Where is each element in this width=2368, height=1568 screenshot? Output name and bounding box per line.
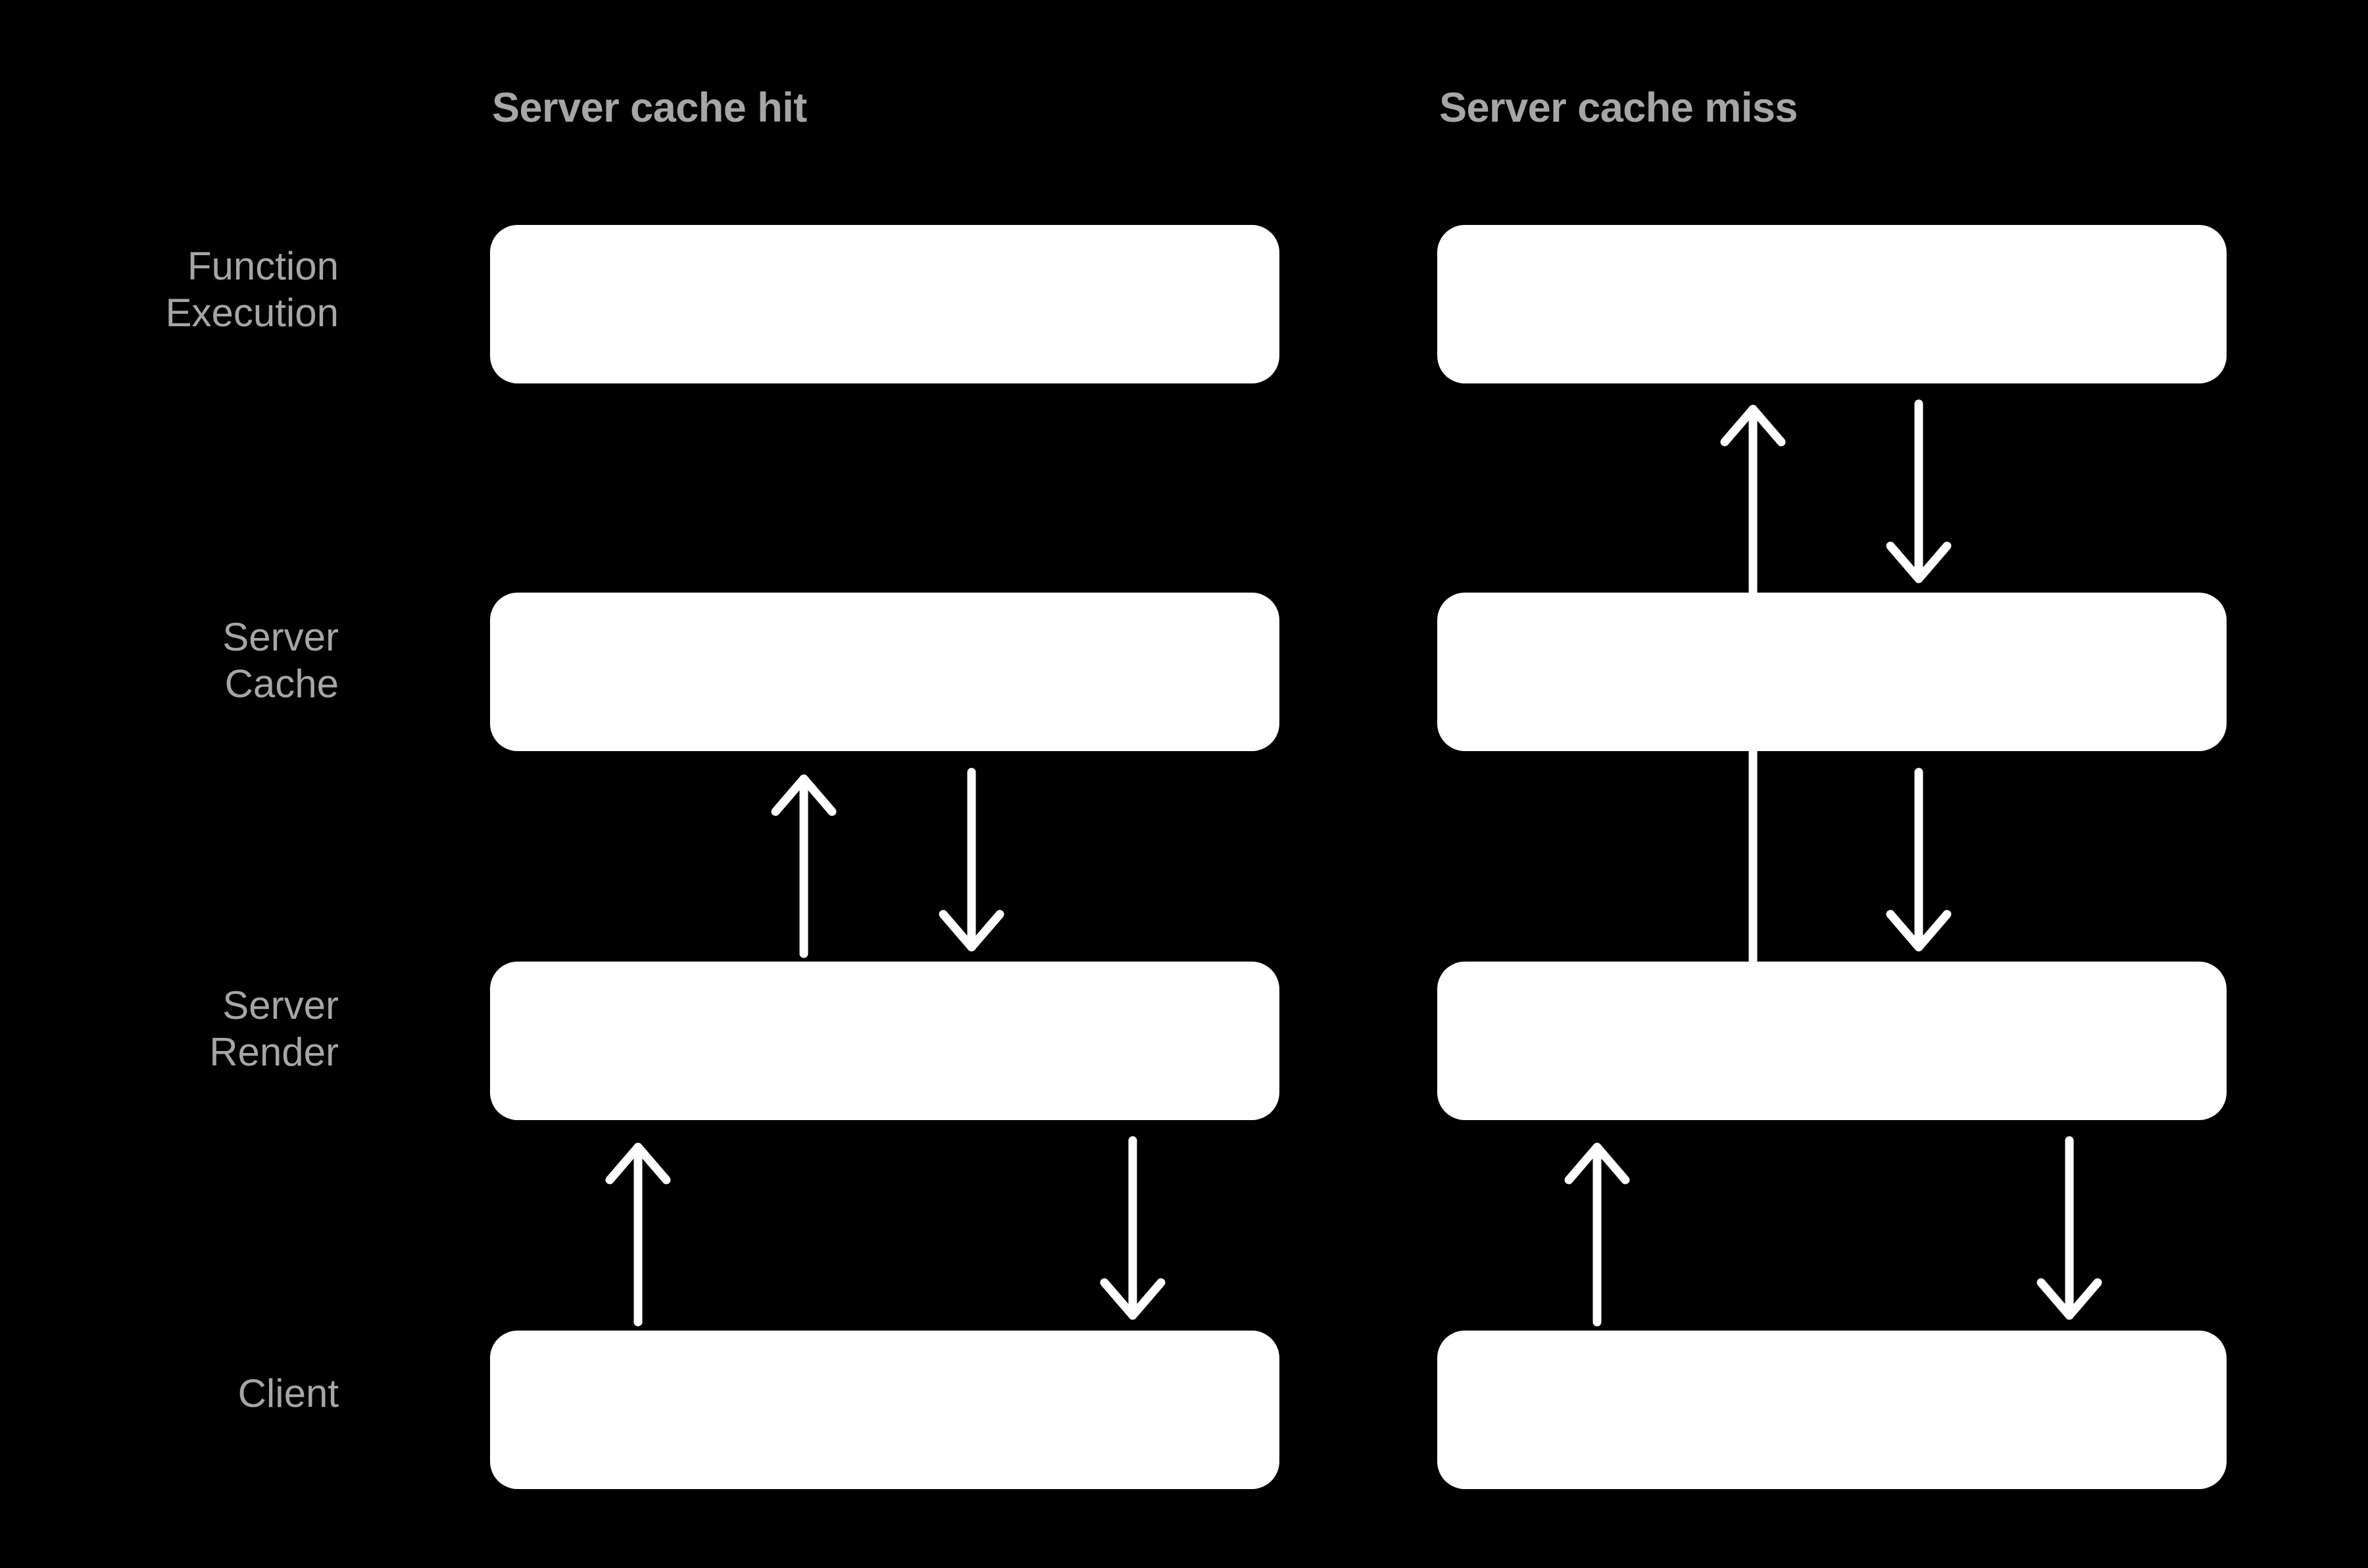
row-label-client: Client: [237, 1371, 339, 1415]
arrow-hit-render-to-server-cache: [763, 764, 849, 962]
arrow-hit-render-to-client: [1092, 1133, 1177, 1330]
arrow-miss-client-to-render: [1556, 1133, 1642, 1330]
column-header-server-cache-miss: Server cache miss: [1439, 85, 1798, 131]
row-label-server-cache: Server Cache: [222, 615, 339, 706]
node-hit-client[interactable]: [490, 1331, 1279, 1489]
arrow-miss-function-execution-to-cache: [1878, 396, 1963, 593]
node-hit-function-execution[interactable]: [490, 225, 1279, 383]
node-miss-client[interactable]: [1437, 1331, 2227, 1489]
arrow-miss-server-cache-to-render: [1878, 764, 1963, 962]
node-hit-server-cache[interactable]: [490, 593, 1279, 751]
arrow-hit-client-to-render: [597, 1133, 683, 1330]
row-label-server-render: Server Render: [209, 983, 339, 1074]
arrow-hit-server-cache-to-render: [931, 764, 1016, 962]
node-miss-server-render[interactable]: [1437, 962, 2227, 1120]
node-hit-server-render[interactable]: [490, 962, 1279, 1120]
node-miss-function-execution[interactable]: [1437, 225, 2227, 383]
row-label-function-execution: Function Execution: [165, 244, 339, 335]
column-header-server-cache-hit: Server cache hit: [492, 85, 807, 131]
node-miss-server-cache[interactable]: [1437, 593, 2227, 751]
arrow-miss-render-to-client: [2029, 1133, 2114, 1330]
